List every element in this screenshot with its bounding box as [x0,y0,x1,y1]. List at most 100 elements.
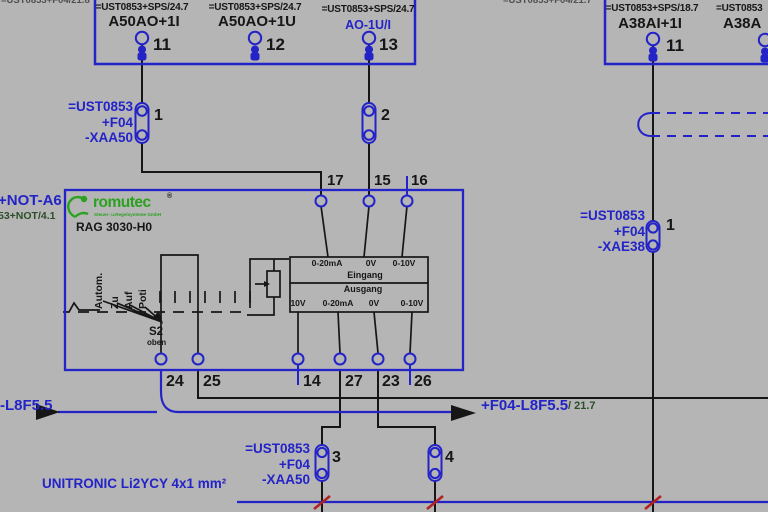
slash-icon [644,494,662,511]
cable-crossing-marks [313,494,662,511]
slash-icon [313,494,331,511]
device-tag-line: =UST0853 [68,99,133,114]
plc-channel-ref: =UST0853 [716,3,763,14]
terminal-strip-symbols [134,102,661,482]
io-input-signal: 0-20mA [311,258,343,268]
terminal-circle-26 [403,352,417,366]
pair-symbol-dashes [651,112,768,137]
switch-position-label: Poti [137,289,149,309]
terminal-symbol-xae38-1 [645,220,661,253]
plc-terminal-number: 12 [266,35,285,54]
selector-fan [102,300,163,323]
clipped-ref-top-left: =UST0853+F04/21.8 [1,0,90,6]
plc-channel-name: A50AO+1U [218,13,296,30]
device-tag-line: =UST0853 [580,208,645,223]
io-input-signal: 0V [365,258,377,268]
device-tag-line: -XAA50 [261,472,310,487]
terminal-symbol-xaa50-3 [314,444,330,482]
plc-terminal-number: 13 [379,35,398,54]
plc-pin-13-icon [361,30,377,61]
terminal-symbol-xaa50-2 [361,102,377,144]
poti-wiring [247,258,289,316]
poti-wiper-arrow-icon [264,281,270,287]
terminal-strip-xae38-label: =UST0853 +F04 -XAE38 [540,208,645,255]
io-output-label: Ausgang [343,284,383,294]
terminal-number: 1 [666,217,675,234]
slash-icon [426,494,444,511]
terminal-symbol-xaa50-1 [134,102,150,144]
device-tag-line: +F04 [101,114,133,130]
rag-terminal-number: 14 [303,373,321,390]
int-line-17 [320,205,329,258]
io-output-signal: 10V [290,298,306,308]
plc-pin-11-right-icon [645,31,661,62]
io-output-signal: 0-20mA [322,298,354,308]
device-tag-line: +F04 [613,223,645,239]
device-model: RAG 3030-H0 [76,220,153,234]
wire-25-right [197,370,768,399]
plc-box-right-frame [603,0,768,66]
brand-subtitle: Steuer- u.Regelsysteme GmbH [94,212,162,217]
black-wires [141,44,768,512]
wire-27-to-3 [321,370,341,445]
terminal-circle-25 [191,352,205,366]
plc-pin-symbols [134,30,768,63]
plc-channel-ref: =UST0853+SPS/24.7 [321,4,415,15]
plc-channel-name: A38AI+1I [618,15,682,32]
rag-terminal-circles [154,194,417,366]
rag-terminal-number: 16 [411,172,428,189]
plc-terminal-number: 11 [666,36,684,55]
switch-position-label: Auf [123,291,135,310]
wire-xaa50-1-to-17 [141,143,322,196]
terminal-circle-24 [154,352,168,366]
plc-pin-11-left-icon [134,30,150,61]
rag-terminal-number: 24 [166,373,184,390]
plc-channel-name: AO-1U/I [345,18,391,32]
registered-mark: ® [167,193,173,200]
selector-arrowhead-icon [153,311,163,324]
arrow-right-icon [451,405,476,421]
plc-channel-ref: =UST0853+SPS/18.7 [605,3,699,14]
device-tag-line: =UST0853 [245,441,310,456]
terminal-number: 4 [445,449,454,466]
plc-channel-ref: =UST0853+SPS/24.7 [95,2,189,13]
device-cross-ref: 53+NOT/4.1 [0,210,56,222]
io-output-signal: 0V [368,298,380,308]
arrow-left-icon [36,404,60,420]
terminal-symbol-xaa50-4 [427,444,443,482]
plc-pin-clipped-icon [757,32,768,63]
plc-channel-name: A38A [723,15,762,32]
switch-position-label: Autom. [93,272,105,309]
potential-right-label: +F04-L8F5.5 [481,397,569,414]
rag-terminal-number: 17 [327,172,344,189]
device-ref: +NOT-A6 [0,192,62,209]
rag-terminal-number: 27 [345,373,363,390]
device-tag-line: -XAA50 [84,130,133,145]
bus-from-24 [159,370,451,414]
potential-left-label: -L8F5.5 [0,397,53,414]
device-tag-line: +F04 [278,456,310,472]
rag-terminal-number: 23 [382,373,400,390]
switch-note: oben [147,338,167,347]
pair-symbol-cap [637,112,652,137]
io-input-label: Eingang [347,270,383,280]
plc-terminal-number: 11 [153,35,171,54]
plc-box-left-frame [93,0,417,66]
int-line-16 [401,205,408,258]
terminal-stubs [297,176,411,385]
terminal-circle-14 [291,352,305,366]
io-input-signal: 0-10V [392,258,416,268]
terminal-strip-xaa50-bottom-label: =UST0853 +F04 -XAA50 [205,441,310,488]
int-line-15 [363,205,370,258]
cable-label: UNITRONIC Li2YCY 4x1 mm² [42,476,227,491]
terminal-number: 2 [381,107,390,124]
io-block-frame [289,256,429,313]
terminal-circle-15 [362,194,376,208]
int-line-26 [409,311,413,354]
brand-name: romutec [93,194,151,211]
rag-terminal-number: 25 [203,373,221,390]
switch-block-frame [160,254,199,353]
terminal-number: 3 [332,449,341,466]
io-output-signal: 0-10V [400,298,424,308]
